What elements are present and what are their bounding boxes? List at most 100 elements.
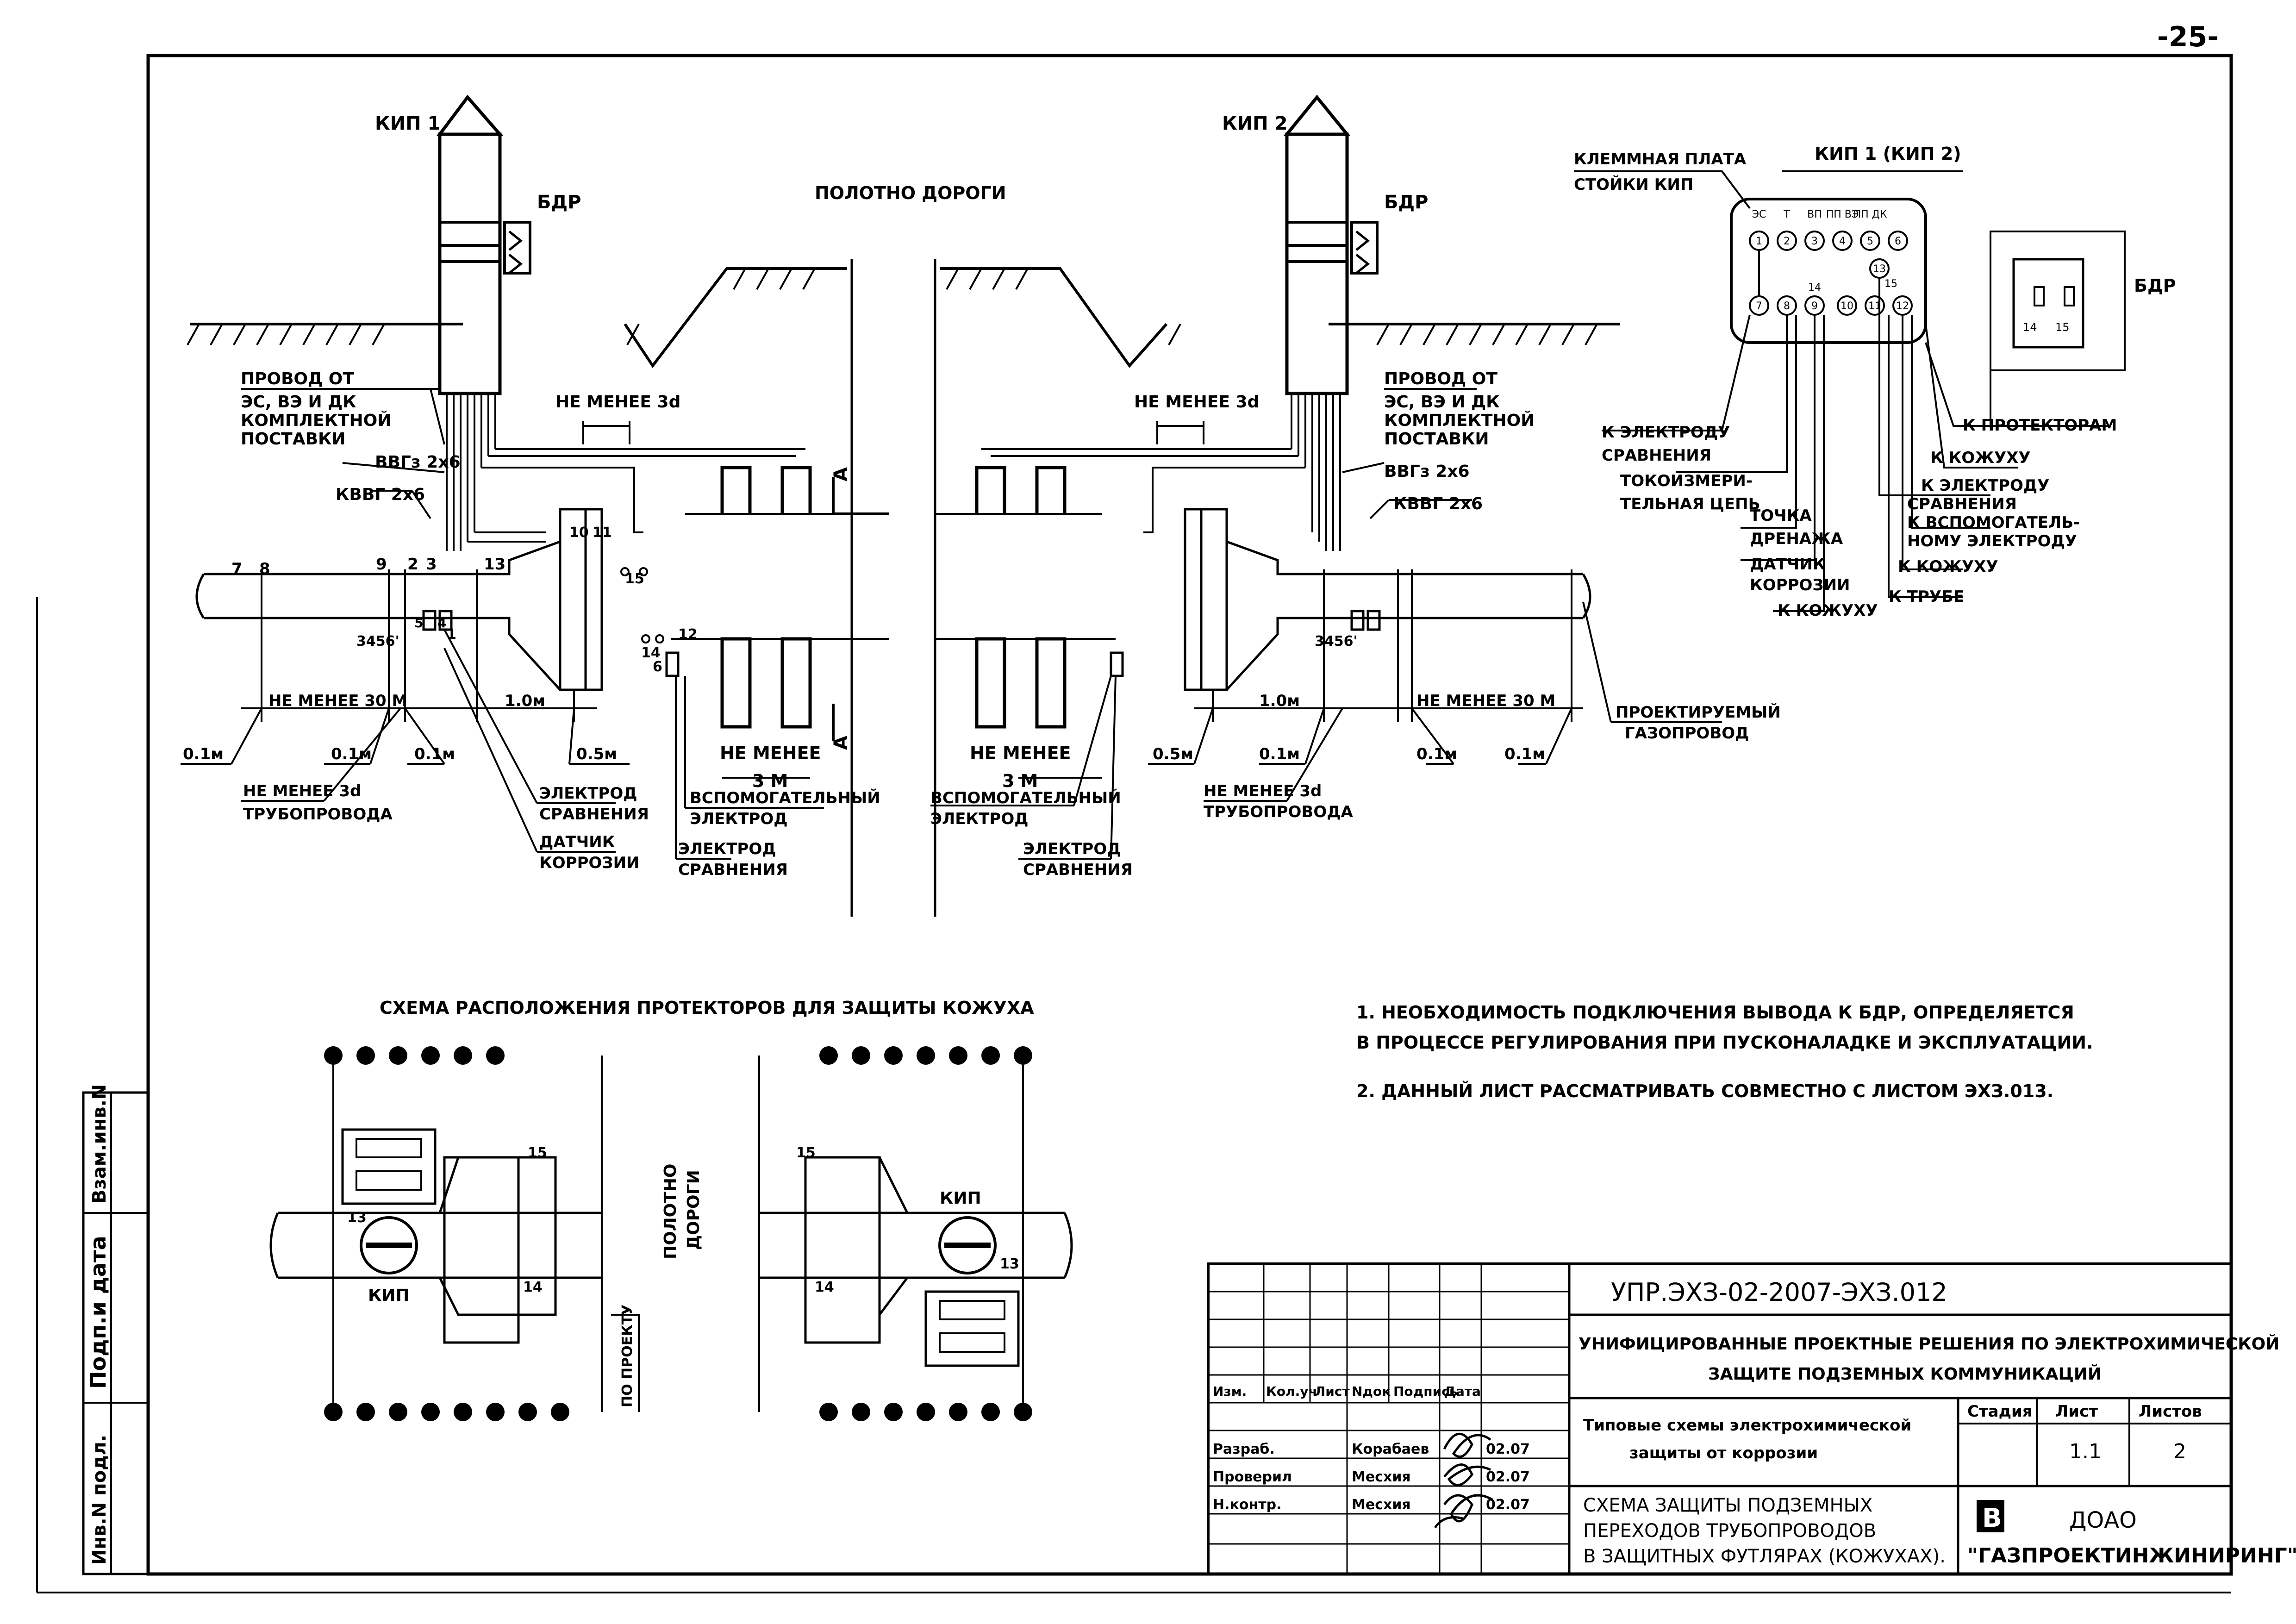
doc-code: УПР.ЭХЗ-02-2007-ЭХЗ.012 xyxy=(1611,1278,1947,1307)
protector-scheme-title: СХЕМА РАСПОЛОЖЕНИЯ ПРОТЕКТОРОВ ДЛЯ ЗАЩИТ… xyxy=(380,998,1034,1018)
series-line-1: Типовые схемы электрохимической xyxy=(1583,1416,1911,1435)
terminal-2: 2 xyxy=(1784,236,1790,247)
wire-label-right-4: ПОСТАВКИ xyxy=(1384,430,1489,449)
aux-electrode-right-2: ЭЛЕКТРОД xyxy=(930,810,1029,828)
num-14-left: 14 xyxy=(523,1279,543,1295)
bdr-terminal-15: 15 xyxy=(2055,321,2070,334)
cable1-label-right: ВВГз 2х6 xyxy=(1384,462,1470,481)
drawing-title-1: СХЕМА ЗАЩИТЫ ПОДЗЕМНЫХ xyxy=(1583,1495,1872,1516)
node-2-left: 2 xyxy=(407,555,418,574)
title-block: Изм. Кол.уч Лист Nдок Подпись Дата Разра… xyxy=(1207,1262,2296,1575)
wire-label-right-2: ЭС, ВЭ И ДК xyxy=(1384,393,1500,412)
bdr-label-terminal: БДР xyxy=(2134,275,2176,296)
node-9-left: 9 xyxy=(376,555,387,574)
node-6-left: 6 xyxy=(653,659,662,675)
dim-1m-left: 1.0м xyxy=(505,692,545,710)
lbl-ref-electrode-r-2: СРАВНЕНИЯ xyxy=(1907,495,2017,513)
min-3m-right-2: 3 М xyxy=(1002,771,1038,791)
terminal-3: 3 xyxy=(1811,236,1818,247)
role-checker: Проверил xyxy=(1213,1469,1292,1485)
dim-1m-right: 1.0м xyxy=(1259,692,1300,710)
min-3d-pipe-right-1: НЕ МЕНЕЕ 3d xyxy=(1204,782,1322,800)
terminal-6: 6 xyxy=(1895,236,1901,247)
note-1-line-2: В ПРОЦЕССЕ РЕГУЛИРОВАНИЯ ПРИ ПУСКОНАЛАДК… xyxy=(1356,1032,2093,1053)
terminal-12: 12 xyxy=(1896,300,1909,312)
lbl-ref-electrode-2: СРАВНЕНИЯ xyxy=(1602,446,1711,465)
num-13-left: 13 xyxy=(347,1210,367,1226)
company-logo xyxy=(1977,1500,2004,1532)
code-pp-dk: ПП ДК xyxy=(1853,209,1887,220)
code-t: Т xyxy=(1783,209,1790,220)
wire-label-right-3: КОМПЛЕКТНОЙ xyxy=(1384,411,1535,430)
corrosion-sensor-left-1: ДАТЧИК xyxy=(539,833,615,851)
node-1-left: 1 xyxy=(447,626,456,643)
min-3d-right: НЕ МЕНЕЕ 3d xyxy=(1134,393,1259,412)
code-pp-ve: ПП ВЭ xyxy=(1826,209,1859,220)
node-11-left: 11 xyxy=(593,525,612,541)
angle-left: 3456' xyxy=(356,633,399,650)
plate-label-2: СТОЙКИ КИП xyxy=(1574,175,1693,194)
min-3m-left-1: НЕ МЕНЕЕ xyxy=(720,743,821,763)
lbl-drain-2: ДРЕНАЖА xyxy=(1750,530,1843,548)
lbl-current-2: ТЕЛЬНАЯ ЦЕПЬ xyxy=(1620,495,1760,513)
code-es: ЭС xyxy=(1752,209,1766,220)
terminal-title: КИП 1 (КИП 2) xyxy=(1815,144,1961,164)
kip1-label: КИП 1 xyxy=(375,113,440,134)
section-a-top-left: А xyxy=(830,467,852,481)
project-line-2: ЗАЩИТЕ ПОДЗЕМНЫХ КОММУНИКАЦИЙ xyxy=(1708,1364,2102,1384)
ref-electrode-left-1: ЭЛЕКТРОД xyxy=(539,784,637,803)
dim-01-left-a: 0.1м xyxy=(183,745,224,763)
right-crossing-diagram: КИП 2 БДР ПРОВОД ОТ ЭС, ВЭ И ДК КОМПЛЕКТ… xyxy=(930,94,1781,879)
section-a-bottom-left: А xyxy=(830,736,852,750)
rev-header-izm: Изм. xyxy=(1213,1384,1247,1399)
ref-electrode-right-2: СРАВНЕНИЯ xyxy=(1023,861,1133,879)
wire-label-right-1: ПРОВОД ОТ xyxy=(1384,369,1497,388)
rev-header-list: Лист xyxy=(1315,1384,1350,1399)
role-norm: Н.контр. xyxy=(1213,1497,1281,1513)
terminal-10: 10 xyxy=(1841,300,1853,312)
rev-header-kolych: Кол.уч xyxy=(1266,1384,1317,1399)
lbl-current-1: ТОКОИЗМЕРИ- xyxy=(1620,472,1753,490)
min-3m-right-1: НЕ МЕНЕЕ xyxy=(970,743,1071,763)
node-13-left: 13 xyxy=(484,555,505,574)
company-logo-letter: В xyxy=(1982,1503,2002,1533)
min-30m-right: НЕ МЕНЕЕ 30 М xyxy=(1416,692,1555,710)
node-7-left: 7 xyxy=(231,560,243,578)
side-stamp-inv: Инв.N подл. xyxy=(89,1435,110,1565)
kip-label-right-scheme: КИП xyxy=(940,1189,981,1208)
min-3m-left-2: 3 М xyxy=(752,771,788,791)
road-vertical-2: ДОРОГИ xyxy=(684,1170,703,1250)
lbl-ref-electrode-r-1: К ЭЛЕКТРОДУ xyxy=(1921,476,2049,495)
terminal-1: 1 xyxy=(1756,236,1762,247)
ref-electrode2-left-1: ЭЛЕКТРОД xyxy=(678,840,776,858)
name-checker: Месхия xyxy=(1352,1469,1411,1485)
wire-label-left-2: ЭС, ВЭ И ДК xyxy=(241,393,356,412)
role-developer: Разраб. xyxy=(1213,1441,1275,1457)
name-norm: Месхия xyxy=(1352,1497,1411,1513)
projected-pipe-2: ГАЗОПРОВОД xyxy=(1625,724,1749,743)
name-developer: Корабаев xyxy=(1352,1441,1429,1457)
dim-01-left-c: 0.1м xyxy=(414,745,455,763)
road-label: ПОЛОТНО ДОРОГИ xyxy=(815,183,1006,203)
corrosion-sensor-left-2: КОРРОЗИИ xyxy=(539,854,640,872)
code-vp: ВП xyxy=(1807,209,1822,220)
min-3d-left: НЕ МЕНЕЕ 3d xyxy=(555,393,680,412)
dim-05-right: 0.5м xyxy=(1153,745,1193,763)
wire-label-left-3: КОМПЛЕКТНОЙ xyxy=(241,411,391,430)
terminal-4: 4 xyxy=(1839,236,1846,247)
min-3d-pipe-left-1: НЕ МЕНЕЕ 3d xyxy=(243,782,361,800)
terminal-5: 5 xyxy=(1867,236,1873,247)
protector-scheme: СХЕМА РАСПОЛОЖЕНИЯ ПРОТЕКТОРОВ ДЛЯ ЗАЩИТ… xyxy=(269,998,1073,1421)
terminal-8: 8 xyxy=(1784,300,1790,312)
company-line-1: ДОАО xyxy=(2069,1507,2137,1533)
aux-electrode-right-1: ВСПОМОГАТЕЛЬНЫЙ xyxy=(930,788,1121,807)
kip2-label: КИП 2 xyxy=(1222,113,1287,134)
lbl-aux-electrode-r-2: НОМУ ЭЛЕКТРОДУ xyxy=(1907,532,2077,550)
side-stamp-replace: Взам.инв.N xyxy=(89,1084,110,1204)
notes: 1. НЕОБХОДИМОСТЬ ПОДКЛЮЧЕНИЯ ВЫВОДА К БД… xyxy=(1356,1002,2093,1101)
num-14-right: 14 xyxy=(815,1279,834,1295)
num-15-right: 15 xyxy=(796,1145,816,1161)
num-13-right: 13 xyxy=(1000,1256,1019,1272)
page-number: -25- xyxy=(2157,21,2219,53)
